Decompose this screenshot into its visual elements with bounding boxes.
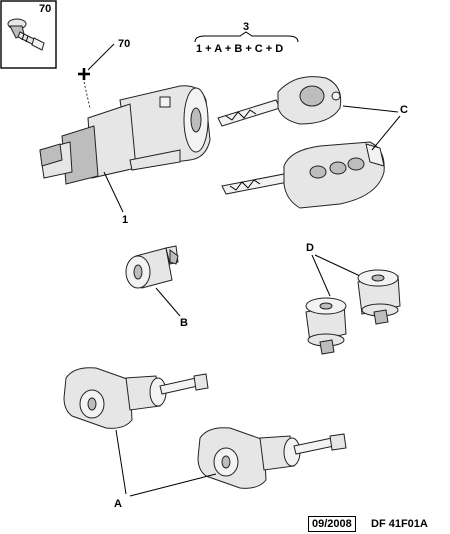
- screw-ref-label: 70: [118, 38, 130, 50]
- door-locks-leader-lower: [129, 473, 217, 497]
- door-lock-assembly-lower-icon: [197, 427, 347, 489]
- door-locks-leader-upper: [115, 429, 127, 495]
- screw-leader: [87, 43, 115, 71]
- door-cylinder-left-icon: [305, 297, 347, 355]
- door-cylinder-right-icon: [357, 269, 401, 325]
- assembly-formula-label: 1 + A + B + C + D: [196, 43, 283, 55]
- inset-ref-label: 70: [39, 3, 51, 15]
- door-cylinders-leader-right: [314, 254, 361, 277]
- door-locks-ref-label: A: [114, 498, 122, 510]
- plus-marker-icon: [78, 68, 91, 109]
- door-lock-assembly-upper-icon: [63, 367, 209, 429]
- keys-leader-upper: [342, 105, 399, 113]
- boot-lock-ref-label: B: [180, 317, 188, 329]
- keys-ref-label: C: [400, 104, 408, 116]
- ignition-lock-barrel: [39, 85, 211, 185]
- flip-key-upper-icon: [217, 76, 342, 127]
- door-cylinders-leader-left: [311, 254, 331, 297]
- boot-lock-cylinder-icon: [125, 245, 179, 289]
- keys-leader-lower: [371, 115, 401, 151]
- inset-screw-box: 70: [0, 0, 57, 69]
- door-cylinders-ref-label: D: [306, 242, 314, 254]
- assembly-header: 3 1 + A + B + C + D: [194, 21, 299, 55]
- footer-date: 09/2008: [308, 516, 356, 532]
- assembly-brace: [194, 31, 299, 43]
- footer-code: DF 41F01A: [371, 518, 428, 530]
- lock-barrel-ref-label: 1: [122, 214, 128, 226]
- screw-icon: [7, 18, 45, 51]
- flip-key-lower-icon: [221, 141, 385, 209]
- lock-barrel-leader: [103, 171, 124, 213]
- boot-lock-leader: [155, 287, 181, 317]
- assembly-ref-label: 3: [243, 21, 249, 33]
